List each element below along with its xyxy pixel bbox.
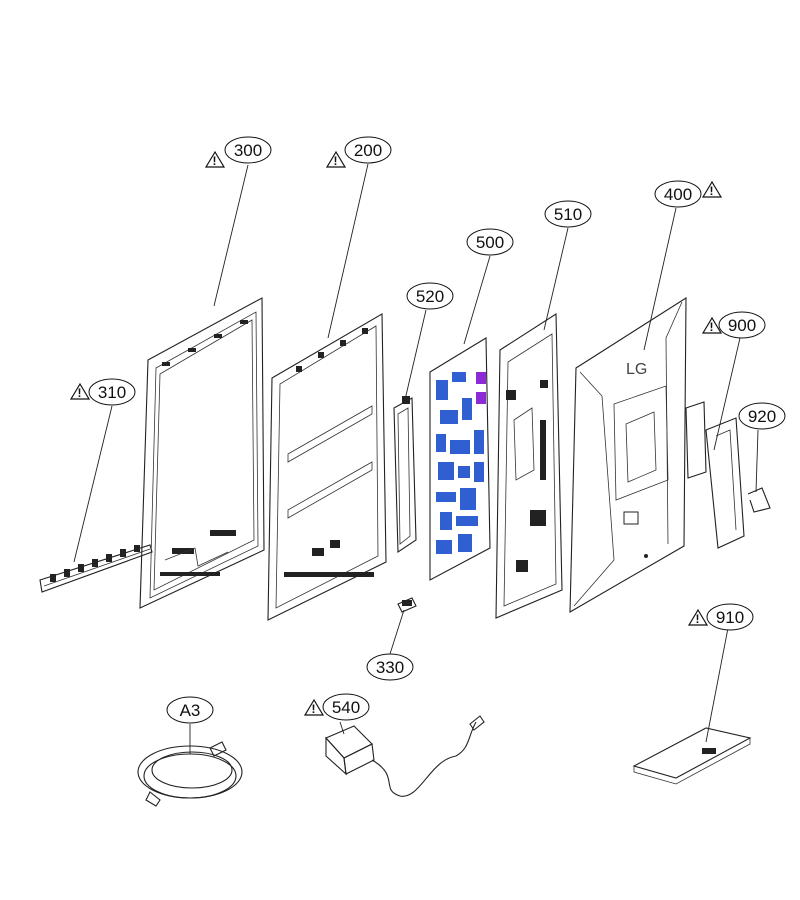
warning-triangle-icon: [687, 608, 709, 626]
label-500: 500: [476, 233, 504, 252]
warning-mark: !: [334, 154, 338, 168]
callout-540: ! 540: [303, 693, 370, 721]
label-910: 910: [716, 608, 744, 627]
part-500-main-board: [429, 337, 491, 581]
label-920: 920: [748, 407, 776, 426]
callout-330: 330: [366, 653, 414, 681]
callout-920: 920: [738, 402, 786, 430]
warning-mark: !: [312, 702, 316, 716]
svg-text:LG: LG: [626, 361, 647, 378]
warning-triangle-icon: [204, 150, 226, 168]
callout-500: 500: [466, 228, 514, 256]
callout-510: 510: [544, 200, 592, 228]
part-330-connector: [397, 597, 417, 613]
label-540: 540: [332, 698, 360, 717]
part-300-front-frame: [139, 297, 265, 609]
callout-400: 400 !: [654, 180, 723, 208]
part-310-led-bar: [39, 544, 153, 593]
label-400: 400: [664, 185, 692, 204]
part-910-base-plate: [632, 727, 752, 785]
callout-200: ! 200: [325, 136, 392, 168]
label-900: 900: [728, 316, 756, 335]
part-540-adapter: [325, 715, 485, 797]
label-300: 300: [234, 141, 262, 160]
callout-900: ! 900: [701, 311, 766, 339]
part-200-lcd-module: [267, 313, 387, 621]
warning-triangle-icon: [303, 698, 325, 716]
warning-mark: !: [78, 386, 82, 400]
part-900-stand-body: [685, 401, 745, 549]
warning-mark: !: [213, 154, 217, 168]
warning-triangle-icon: [325, 150, 347, 168]
warning-triangle-icon: [69, 382, 91, 400]
callout-A3: A3: [166, 696, 214, 724]
warning-mark: !: [710, 184, 714, 198]
warning-mark: !: [710, 320, 714, 334]
label-330: 330: [376, 658, 404, 677]
callout-910: ! 910: [687, 603, 754, 631]
callout-520: 520: [406, 282, 454, 310]
callout-300: ! 300: [204, 136, 272, 168]
part-510-shield-plate: [495, 313, 563, 619]
part-520-side-bracket: [393, 396, 417, 554]
label-A3: A3: [180, 701, 201, 720]
label-310: 310: [98, 383, 126, 402]
leader-lines: [73, 163, 759, 754]
warning-triangle-icon: [701, 180, 723, 198]
warning-triangle-icon: [701, 316, 723, 334]
warning-mark: !: [696, 612, 700, 626]
part-920-stand-clip: [747, 487, 771, 513]
label-510: 510: [554, 205, 582, 224]
label-520: 520: [416, 287, 444, 306]
label-200: 200: [354, 141, 382, 160]
callout-310: ! 310: [69, 378, 136, 406]
part-400-back-cover: LG: [569, 296, 687, 613]
